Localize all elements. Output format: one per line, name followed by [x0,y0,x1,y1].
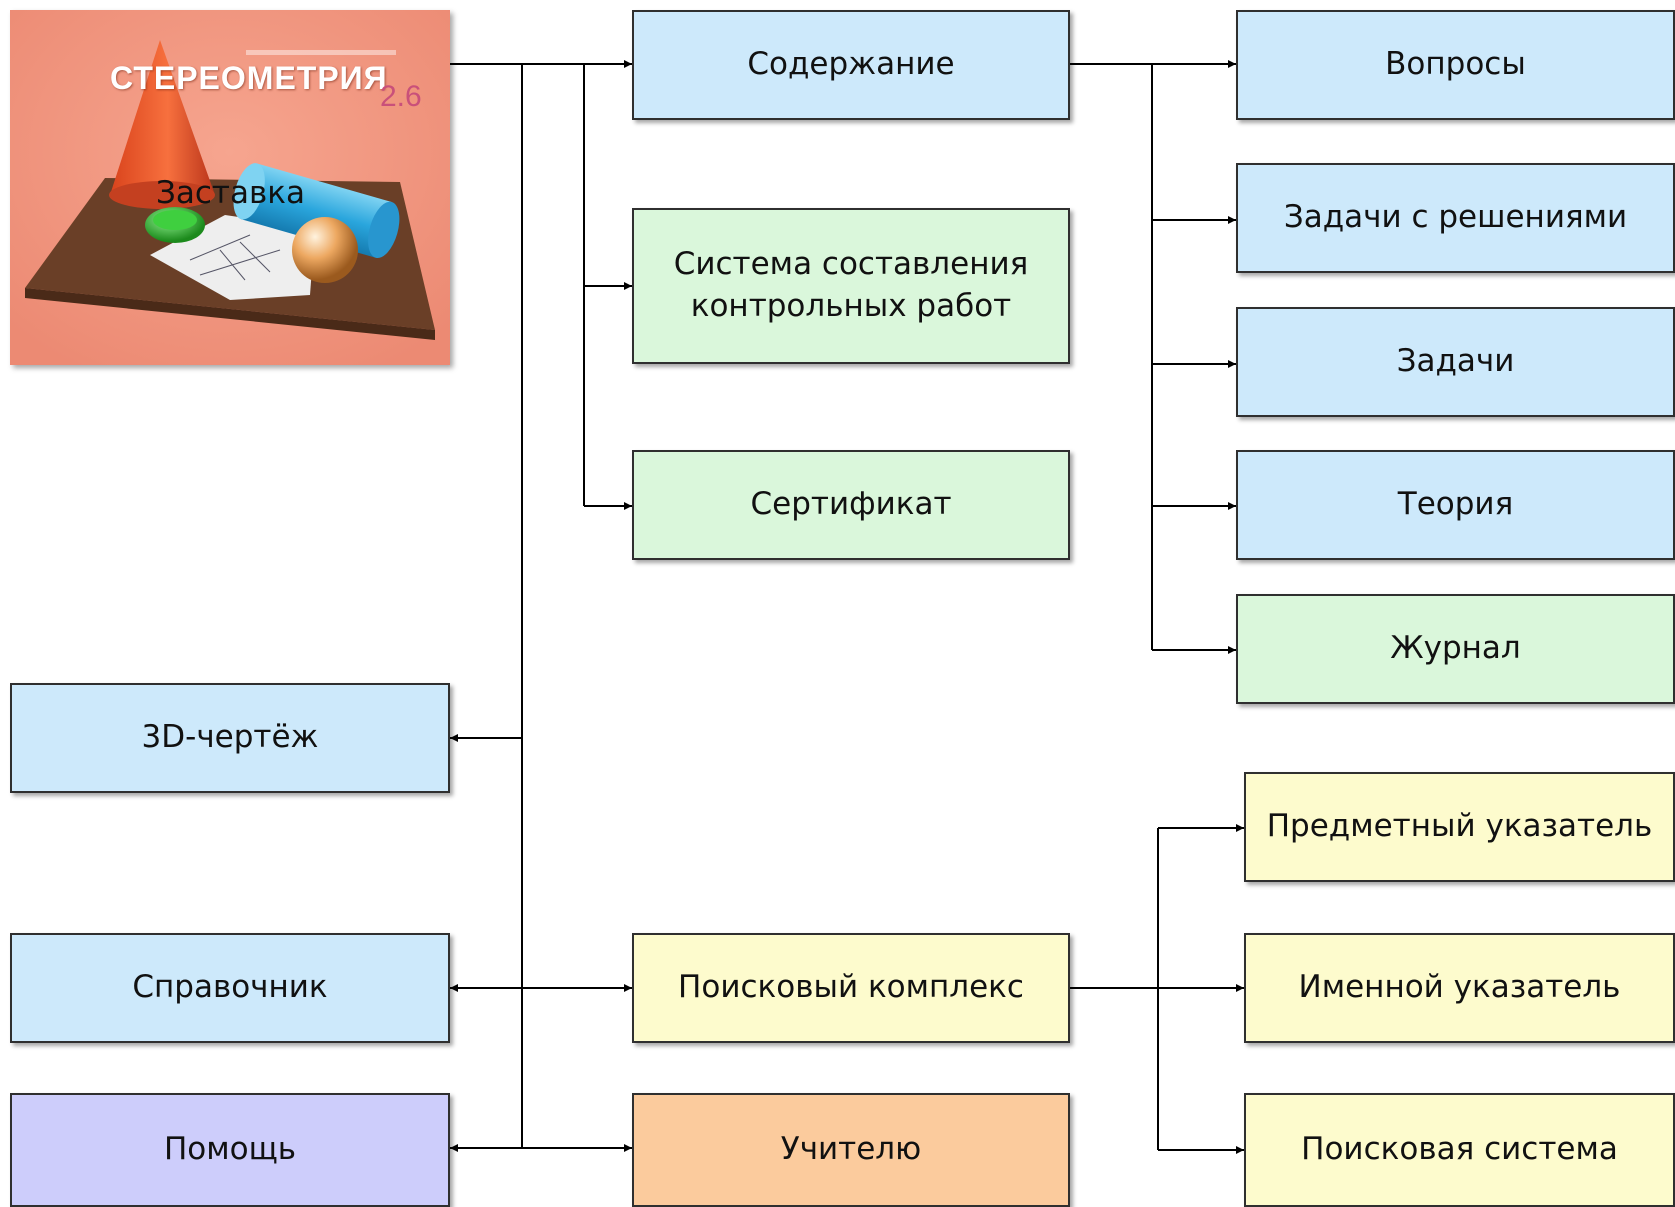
node-teoriya[interactable]: Теория [1236,450,1675,560]
node-3d-chertezh[interactable]: 3D-чертёж [10,683,450,793]
node-label: Сертификат [750,486,952,523]
splash-version: 2.6 [380,80,422,113]
splash-caption: Заставка [156,175,305,211]
node-label: Справочник [132,969,328,1006]
node-label: Журнал [1390,630,1521,667]
node-soderzhanie[interactable]: Содержание [632,10,1070,120]
node-spravochnik[interactable]: Справочник [10,933,450,1043]
node-label: Задачи с решениями [1283,199,1628,236]
node-voprosy[interactable]: Вопросы [1236,10,1675,120]
splash-illustration [10,10,450,365]
node-poiskovyi-kompleks[interactable]: Поисковый комплекс [632,933,1070,1043]
node-zadachi[interactable]: Задачи [1236,307,1675,417]
node-label: Помощь [163,1131,297,1168]
node-label: Задачи [1396,343,1515,380]
node-imennoi-ukazatel[interactable]: Именной указатель [1244,933,1675,1043]
node-sertifikat[interactable]: Сертификат [632,450,1070,560]
node-label: Поисковая система [1301,1131,1618,1168]
node-pomosh[interactable]: Помощь [10,1093,450,1207]
node-label: 3D-чертёж [141,719,319,756]
node-predmetnyi-ukazatel[interactable]: Предметный указатель [1244,772,1675,882]
node-uchitelyu[interactable]: Учителю [632,1093,1070,1207]
node-label: Предметный указатель [1266,808,1653,845]
node-label: Учителю [780,1131,922,1168]
splash-screen-image[interactable]: СТЕРЕОМЕТРИЯ 2.6 Заставка [10,10,450,365]
node-label: Теория [1397,486,1514,523]
node-zadachi-s-resheniyami[interactable]: Задачи с решениями [1236,163,1675,273]
splash-title: СТЕРЕОМЕТРИЯ [110,60,388,96]
node-label: Система составления контрольных работ [673,246,1029,324]
node-poiskovaya-sistema[interactable]: Поисковая система [1244,1093,1675,1207]
node-zhurnal[interactable]: Журнал [1236,594,1675,704]
node-label: Поисковый комплекс [678,969,1024,1006]
node-label: Именной указатель [1298,969,1621,1006]
node-sistema[interactable]: Система составления контрольных работ [632,208,1070,364]
node-label: Содержание [747,46,955,83]
node-label: Вопросы [1385,46,1526,83]
